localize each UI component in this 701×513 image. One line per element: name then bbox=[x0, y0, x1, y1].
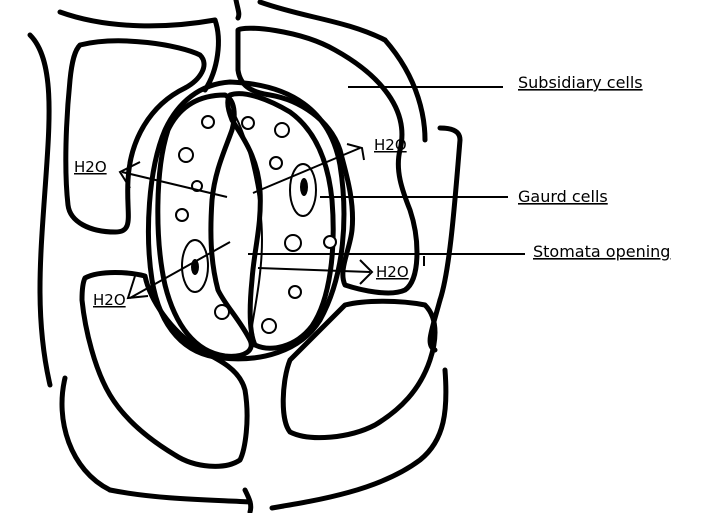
label-h2o-right-bottom: H2O bbox=[376, 263, 409, 281]
label-subsidiary-cells: Subsidiary cells bbox=[518, 73, 643, 92]
nucleus-right bbox=[289, 163, 317, 217]
label-stomata-opening: Stomata opening bbox=[533, 242, 670, 261]
pointer-lines bbox=[248, 86, 525, 255]
label-h2o-left-bottom: H2O bbox=[93, 291, 126, 309]
subsidiary-cell-right-bottom bbox=[280, 298, 438, 441]
guard-cells bbox=[145, 79, 347, 362]
water-arrows bbox=[118, 143, 425, 300]
stomatal-pore bbox=[231, 109, 263, 341]
label-guard-cells: Gaurd cells bbox=[518, 187, 608, 206]
guard-cell-right bbox=[225, 91, 336, 351]
chloroplasts bbox=[175, 115, 337, 334]
nucleus-left bbox=[181, 239, 209, 293]
nuclei bbox=[181, 163, 317, 293]
label-h2o-right-top: H2O bbox=[374, 136, 407, 154]
label-h2o-left-top: H2O bbox=[74, 158, 107, 176]
subsidiary-cell-left-top bbox=[63, 38, 207, 235]
outer-cell-walls bbox=[27, 0, 463, 513]
guard-cell-left bbox=[155, 92, 254, 359]
